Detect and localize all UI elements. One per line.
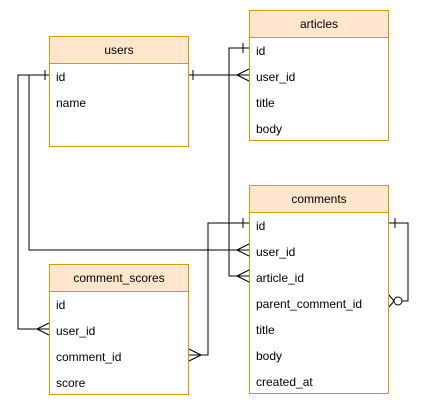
crowsfoot-many-marker <box>236 243 250 257</box>
field-articles-body: body <box>256 122 283 136</box>
field-articles-title: title <box>256 96 275 110</box>
field-comments-id: id <box>256 219 266 233</box>
crowsfoot-many-marker <box>236 68 250 82</box>
field-users-id: id <box>56 70 66 84</box>
field-comments-user-id: user_id <box>256 245 296 259</box>
rel-articles-comments <box>228 43 250 283</box>
crowsfoot-many-marker <box>236 269 250 283</box>
zero-marker <box>393 296 403 306</box>
connector-line <box>189 222 249 356</box>
field-comments-body: body <box>256 349 283 363</box>
connector-line <box>228 47 249 277</box>
entity-articles-title: articles <box>250 11 388 38</box>
field-articles-id: id <box>256 44 266 58</box>
field-comments-article-id: article_id <box>256 271 305 285</box>
connector-line <box>17 74 49 330</box>
field-users-name: name <box>56 96 87 110</box>
rel-comments-self <box>388 218 409 308</box>
field-comment-scores-comment-id: comment_id <box>56 350 122 364</box>
crowsfoot-many-marker <box>36 322 50 336</box>
field-comment-scores-user-id: user_id <box>56 324 96 338</box>
crowsfoot-many-marker <box>388 294 395 308</box>
entity-articles: articles id user_id title body <box>249 10 389 141</box>
crowsfoot-many-marker <box>188 348 202 362</box>
field-comments-created-at: created_at <box>256 375 313 389</box>
entity-comments-title: comments <box>250 186 388 213</box>
connector-line <box>389 222 409 302</box>
entity-comments: comments id user_id article_id parent_co… <box>249 185 389 394</box>
field-comments-parent-comment-id: parent_comment_id <box>256 297 363 311</box>
rel-comments-comment-scores <box>188 218 249 362</box>
rel-users-comment-scores <box>17 74 50 336</box>
entity-users: users id name <box>49 36 189 147</box>
rel-users-articles <box>189 68 250 82</box>
entity-comment-scores: comment_scores id user_id comment_id sco… <box>49 264 189 395</box>
field-comment-scores-score: score <box>56 376 86 390</box>
entity-users-title: users <box>50 37 188 64</box>
field-comments-title: title <box>256 323 275 337</box>
field-comment-scores-id: id <box>56 298 66 312</box>
entity-comment-scores-title: comment_scores <box>50 265 188 292</box>
field-articles-user-id: user_id <box>256 70 296 84</box>
